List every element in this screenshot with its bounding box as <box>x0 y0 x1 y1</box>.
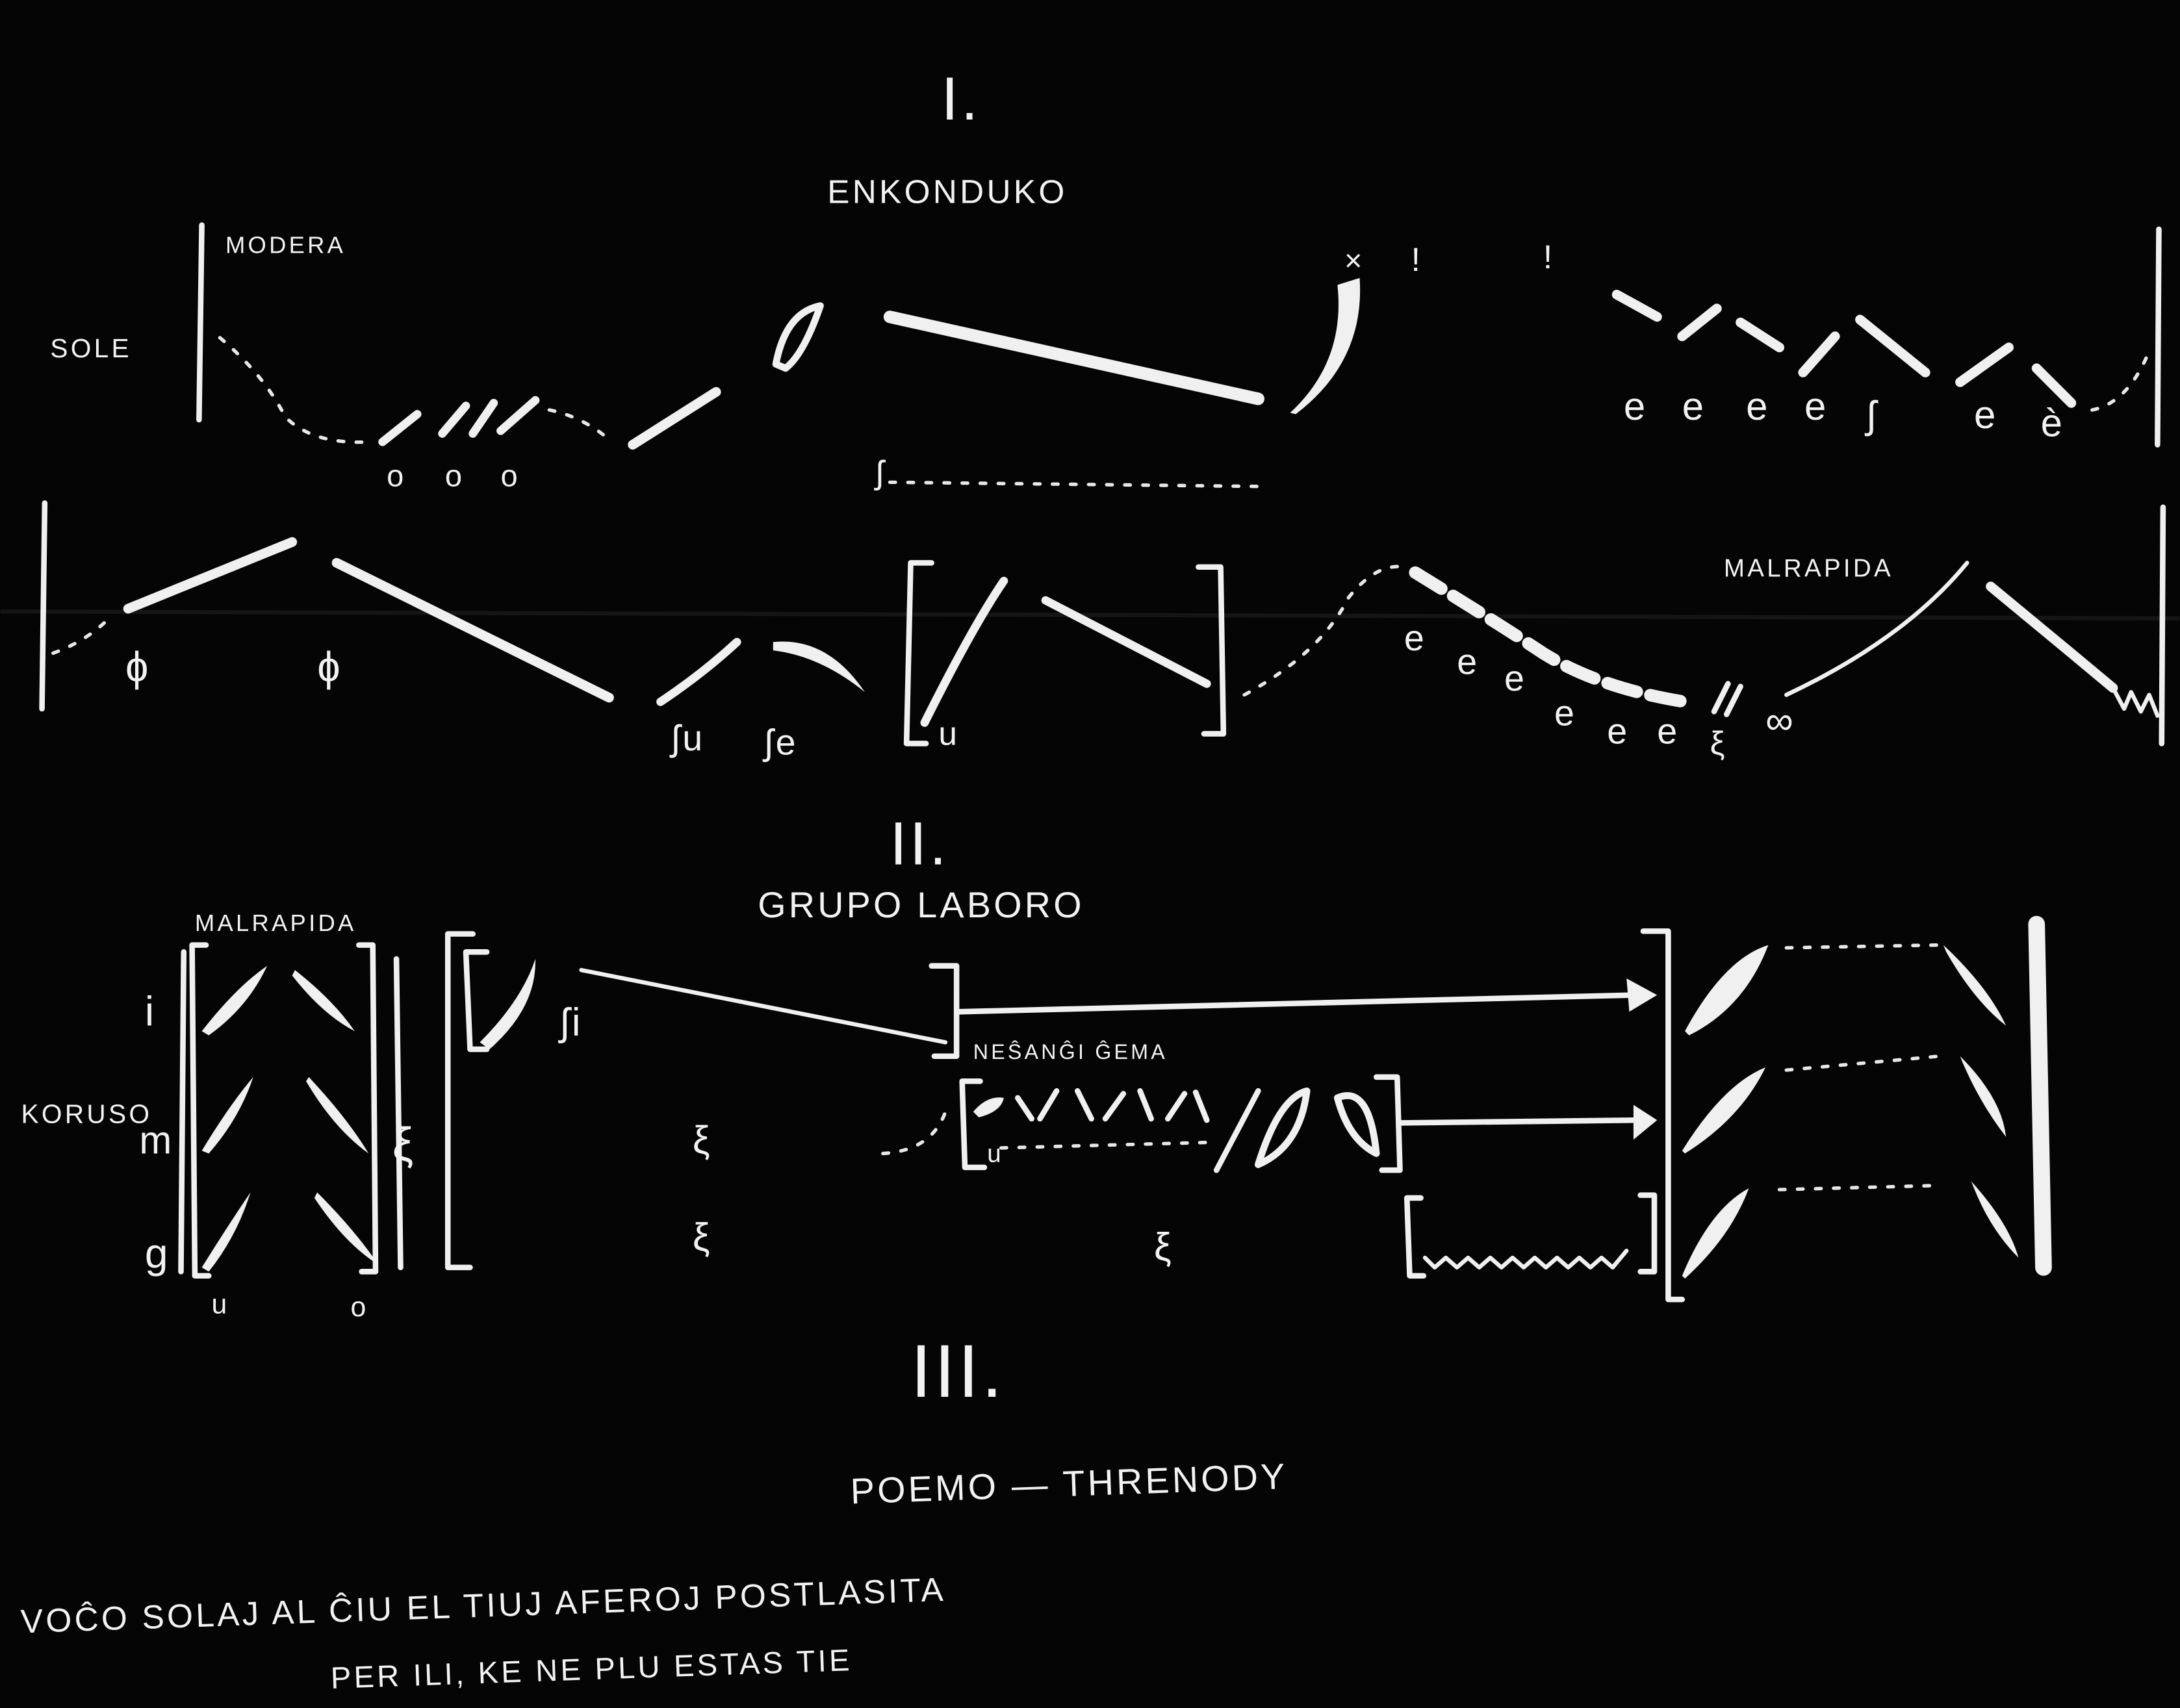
syllable-o: o <box>445 459 465 493</box>
infinity-mark: ∞ <box>1765 698 1796 742</box>
instruction-nesangi-gema: NEŜANĜI ĜEMA <box>973 1040 1168 1064</box>
mark-x: × <box>1344 243 1365 277</box>
breath-mark: ξ <box>1710 725 1728 762</box>
voice-m: m <box>139 1118 174 1162</box>
syllable-su: ʃu <box>669 718 706 758</box>
breath-mark: ξ <box>1154 1225 1174 1269</box>
voice-i: i <box>145 988 157 1035</box>
section-3-numeral: III. <box>911 1329 1005 1413</box>
mark-exclamation: ! <box>1543 238 1556 275</box>
syllable: e <box>1457 641 1480 682</box>
voice-g: g <box>145 1230 171 1277</box>
syllable-se: ʃe <box>762 722 799 763</box>
syllable-o: o <box>387 459 406 493</box>
syllable: e <box>1746 385 1771 428</box>
choir-label-koruso: KORUSO <box>21 1099 153 1128</box>
breath-mark: ξ <box>693 1216 713 1259</box>
syllable: è <box>2041 402 2066 445</box>
syllable-phi: ɸ <box>317 643 343 690</box>
section-2-title: GRUPO LABORO <box>758 885 1084 925</box>
choir-block <box>178 915 2052 1303</box>
barline <box>196 222 205 423</box>
syllable: ʃ <box>1864 393 1879 437</box>
syllable-o: o <box>501 459 520 493</box>
vowel-u: u <box>212 1288 230 1319</box>
syllable: e <box>1554 693 1577 733</box>
syllable: e <box>1404 618 1427 658</box>
syllable: e <box>1624 385 1648 428</box>
mark-exclamation: ! <box>1411 241 1424 278</box>
tempo-malrapida: MALRAPIDA <box>195 910 357 936</box>
barline <box>39 500 48 712</box>
syllable: e <box>1657 711 1680 751</box>
syllable: e <box>1974 393 1999 437</box>
section-1-title: ENKONDUKO <box>827 173 1067 210</box>
tempo-modera: MODERA <box>225 231 346 258</box>
syllable: e <box>1682 385 1707 428</box>
staff-1-marks <box>218 277 2150 489</box>
syllable-si: ʃi <box>558 1001 583 1044</box>
syllable-s: ʃ <box>874 453 886 491</box>
syllables-e-top: e e e e ʃ e è <box>1624 385 2066 445</box>
syllable: e <box>1607 711 1630 751</box>
breath-mark: ξ <box>392 1118 417 1171</box>
syllable-phi: ɸ <box>125 643 151 690</box>
barline <box>2155 226 2162 448</box>
syllables-e-bottom: e e e e e e <box>1404 618 1680 751</box>
syllable-u: u <box>987 1140 1004 1167</box>
tempo-malrapida: MALRAPIDA <box>1724 555 1893 583</box>
syllable: e <box>1804 385 1829 428</box>
breath-mark: ξ <box>693 1118 713 1162</box>
section-2-numeral: II. <box>890 809 949 878</box>
paper-fold <box>0 609 2180 621</box>
staff-2-marks <box>51 504 2166 746</box>
syllable: e <box>1504 658 1527 698</box>
vowel-o: o <box>350 1292 368 1323</box>
voice-label-sole: SOLE <box>50 333 132 363</box>
syllable-u: u <box>938 715 960 752</box>
section-1-numeral: I. <box>942 64 981 133</box>
